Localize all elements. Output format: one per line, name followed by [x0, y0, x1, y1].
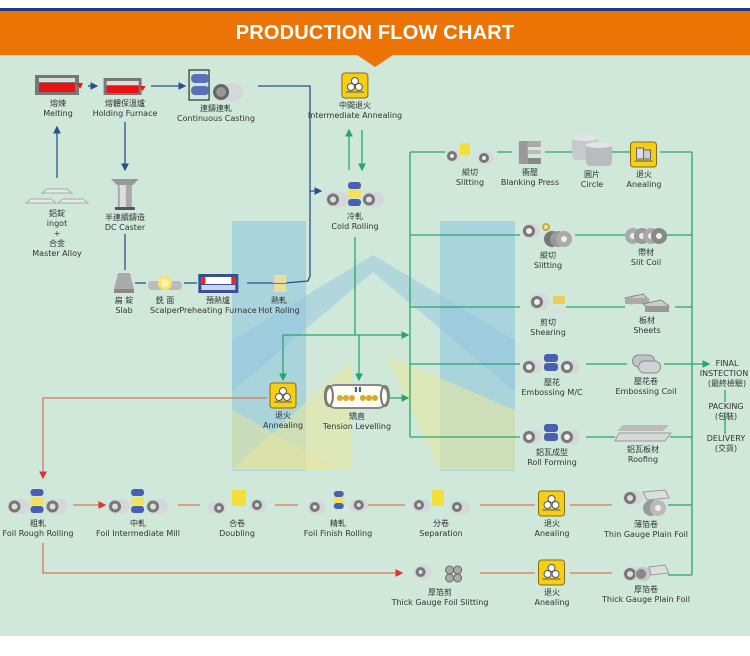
- node-melting: 熔煉 Melting: [33, 73, 83, 119]
- node-foil-finish-rolling: 精軋 Foil Finish Rolling: [304, 489, 372, 539]
- rolling-mill-icon: [326, 182, 384, 207]
- node-cold-rolling: 冷軋 Cold Rolling: [324, 180, 386, 232]
- node-circle: 圓片 Circle: [570, 134, 614, 190]
- shearing-icon: [529, 294, 567, 315]
- final-inspection: FINAL INSTECTION (最終檢驗): [699, 359, 749, 388]
- node-sheets: 板材 Sheets: [623, 292, 671, 336]
- continuous-casting-icon: [188, 69, 243, 101]
- roll-forming-icon: [522, 424, 580, 444]
- node-separation: 分卷 Separation: [410, 487, 472, 539]
- slit-coil-icon: [625, 228, 667, 244]
- node-anealing-circle: 退火 Anealing: [627, 141, 661, 190]
- hot-rolling-icon: [270, 275, 286, 292]
- node-slitting-2: 縱切 Slitting: [520, 221, 576, 271]
- rolling-mill-icon: [8, 489, 68, 514]
- packing: PACKING (包裝): [708, 402, 744, 421]
- slitting-icon: [522, 223, 572, 247]
- annealing-furnace-icon: [538, 559, 566, 586]
- node-ingot: 鋁錠 ingot + 合金 Master Alloy: [24, 183, 90, 259]
- node-foil-intermediate-mill: 中軋 Foil Intermediate Mill: [96, 487, 180, 539]
- node-annealing: 退火 Annealing: [263, 382, 303, 431]
- delivery: DELIVERY (交貨): [706, 434, 746, 453]
- embossing-machine-icon: [522, 354, 580, 374]
- node-intermediate-annealing: 中間退火 Intermediate Annealing: [308, 72, 402, 121]
- node-continuous-casting: 連鑄連軋 Continuous Casting: [177, 68, 255, 124]
- node-dc-caster: 半連續鑄造 DC Caster: [105, 175, 145, 233]
- header-banner: PRODUCTION FLOW CHART: [0, 11, 750, 55]
- annealing-furnace-icon: [269, 382, 297, 409]
- node-hot-rolling: 熱軋 Hot Roling: [258, 273, 300, 316]
- node-slit-coil: 帶材 Slit Coil: [624, 226, 668, 268]
- node-thick-gauge-foil-slitting: 厚箔剪 Thick Gauge Foil Slitting: [392, 562, 488, 608]
- node-holding-furnace: 熔體保溫爐 Holding Furnace: [93, 76, 157, 119]
- node-roofing: 鋁瓦板材 Roofing: [613, 423, 673, 465]
- annealing-furnace-icon: [538, 490, 566, 517]
- node-embossing-coil: 壓花卷 Embossing Coil: [616, 353, 677, 397]
- node-roll-forming: 鋁瓦成型 Roll Forming: [520, 422, 584, 468]
- top-accent-line: [0, 8, 750, 11]
- slab-icon: [114, 273, 134, 293]
- node-thin-gauge-plain-foil: 薄箔卷 Thin Gauge Plain Foil: [604, 488, 688, 540]
- annealing-furnace-icon: [341, 72, 369, 99]
- node-tension-levelling: 矯直 Tension Levelling: [323, 383, 391, 432]
- doubling-icon: [208, 490, 266, 514]
- finish-rolling-icon: [308, 491, 368, 514]
- node-shearing: 剪切 Shearing: [527, 292, 569, 338]
- node-blanking-press: 衝壓 Blanking Press: [501, 138, 559, 188]
- foil-slitting-icon: [414, 565, 463, 583]
- ingot-stack-icon: [24, 188, 90, 204]
- dc-caster-icon: [110, 179, 139, 210]
- rolling-mill-icon: [108, 489, 168, 514]
- embossed-coil-icon: [631, 354, 661, 374]
- preheating-furnace-icon: [198, 274, 238, 293]
- node-slitting-1: 縱切 Slitting: [444, 140, 496, 188]
- roofing-sheet-icon: [614, 425, 672, 442]
- annealing-furnace-icon: [630, 141, 658, 168]
- holding-furnace-icon: [104, 78, 146, 95]
- tension-leveller-icon: [323, 384, 390, 409]
- melting-furnace-icon: [35, 75, 83, 95]
- node-anealing-thin: 退火 Anealing: [535, 490, 569, 539]
- blanking-press-icon: [518, 141, 541, 164]
- node-thick-gauge-plain-foil: 厚箔卷 Thick Gauge Plain Foil: [602, 563, 690, 605]
- separation-icon: [412, 490, 470, 514]
- thick-foil-coil-icon: [622, 564, 670, 581]
- node-slab: 扁 錠 Slab: [112, 270, 136, 316]
- node-embossing-mc: 壓花 Embossing M/C: [520, 352, 584, 398]
- node-foil-rough-rolling: 粗軋 Foil Rough Rolling: [3, 487, 73, 539]
- thin-foil-coil-icon: [622, 489, 670, 516]
- node-preheating-furnace: 預熱爐 Preheating Furnace: [179, 273, 257, 316]
- circle-blanks-icon: [572, 135, 612, 166]
- banner-pointer: [357, 55, 393, 67]
- slitting-icon: [446, 143, 494, 164]
- node-anealing-thick: 退火 Anealing: [535, 559, 569, 608]
- node-doubling: 合卷 Doubling: [206, 487, 268, 539]
- scalper-icon: [148, 276, 182, 290]
- sheets-icon: [624, 293, 671, 312]
- page-title: PRODUCTION FLOW CHART: [235, 22, 515, 44]
- node-scalper: 銑 面 Scalper: [146, 273, 184, 316]
